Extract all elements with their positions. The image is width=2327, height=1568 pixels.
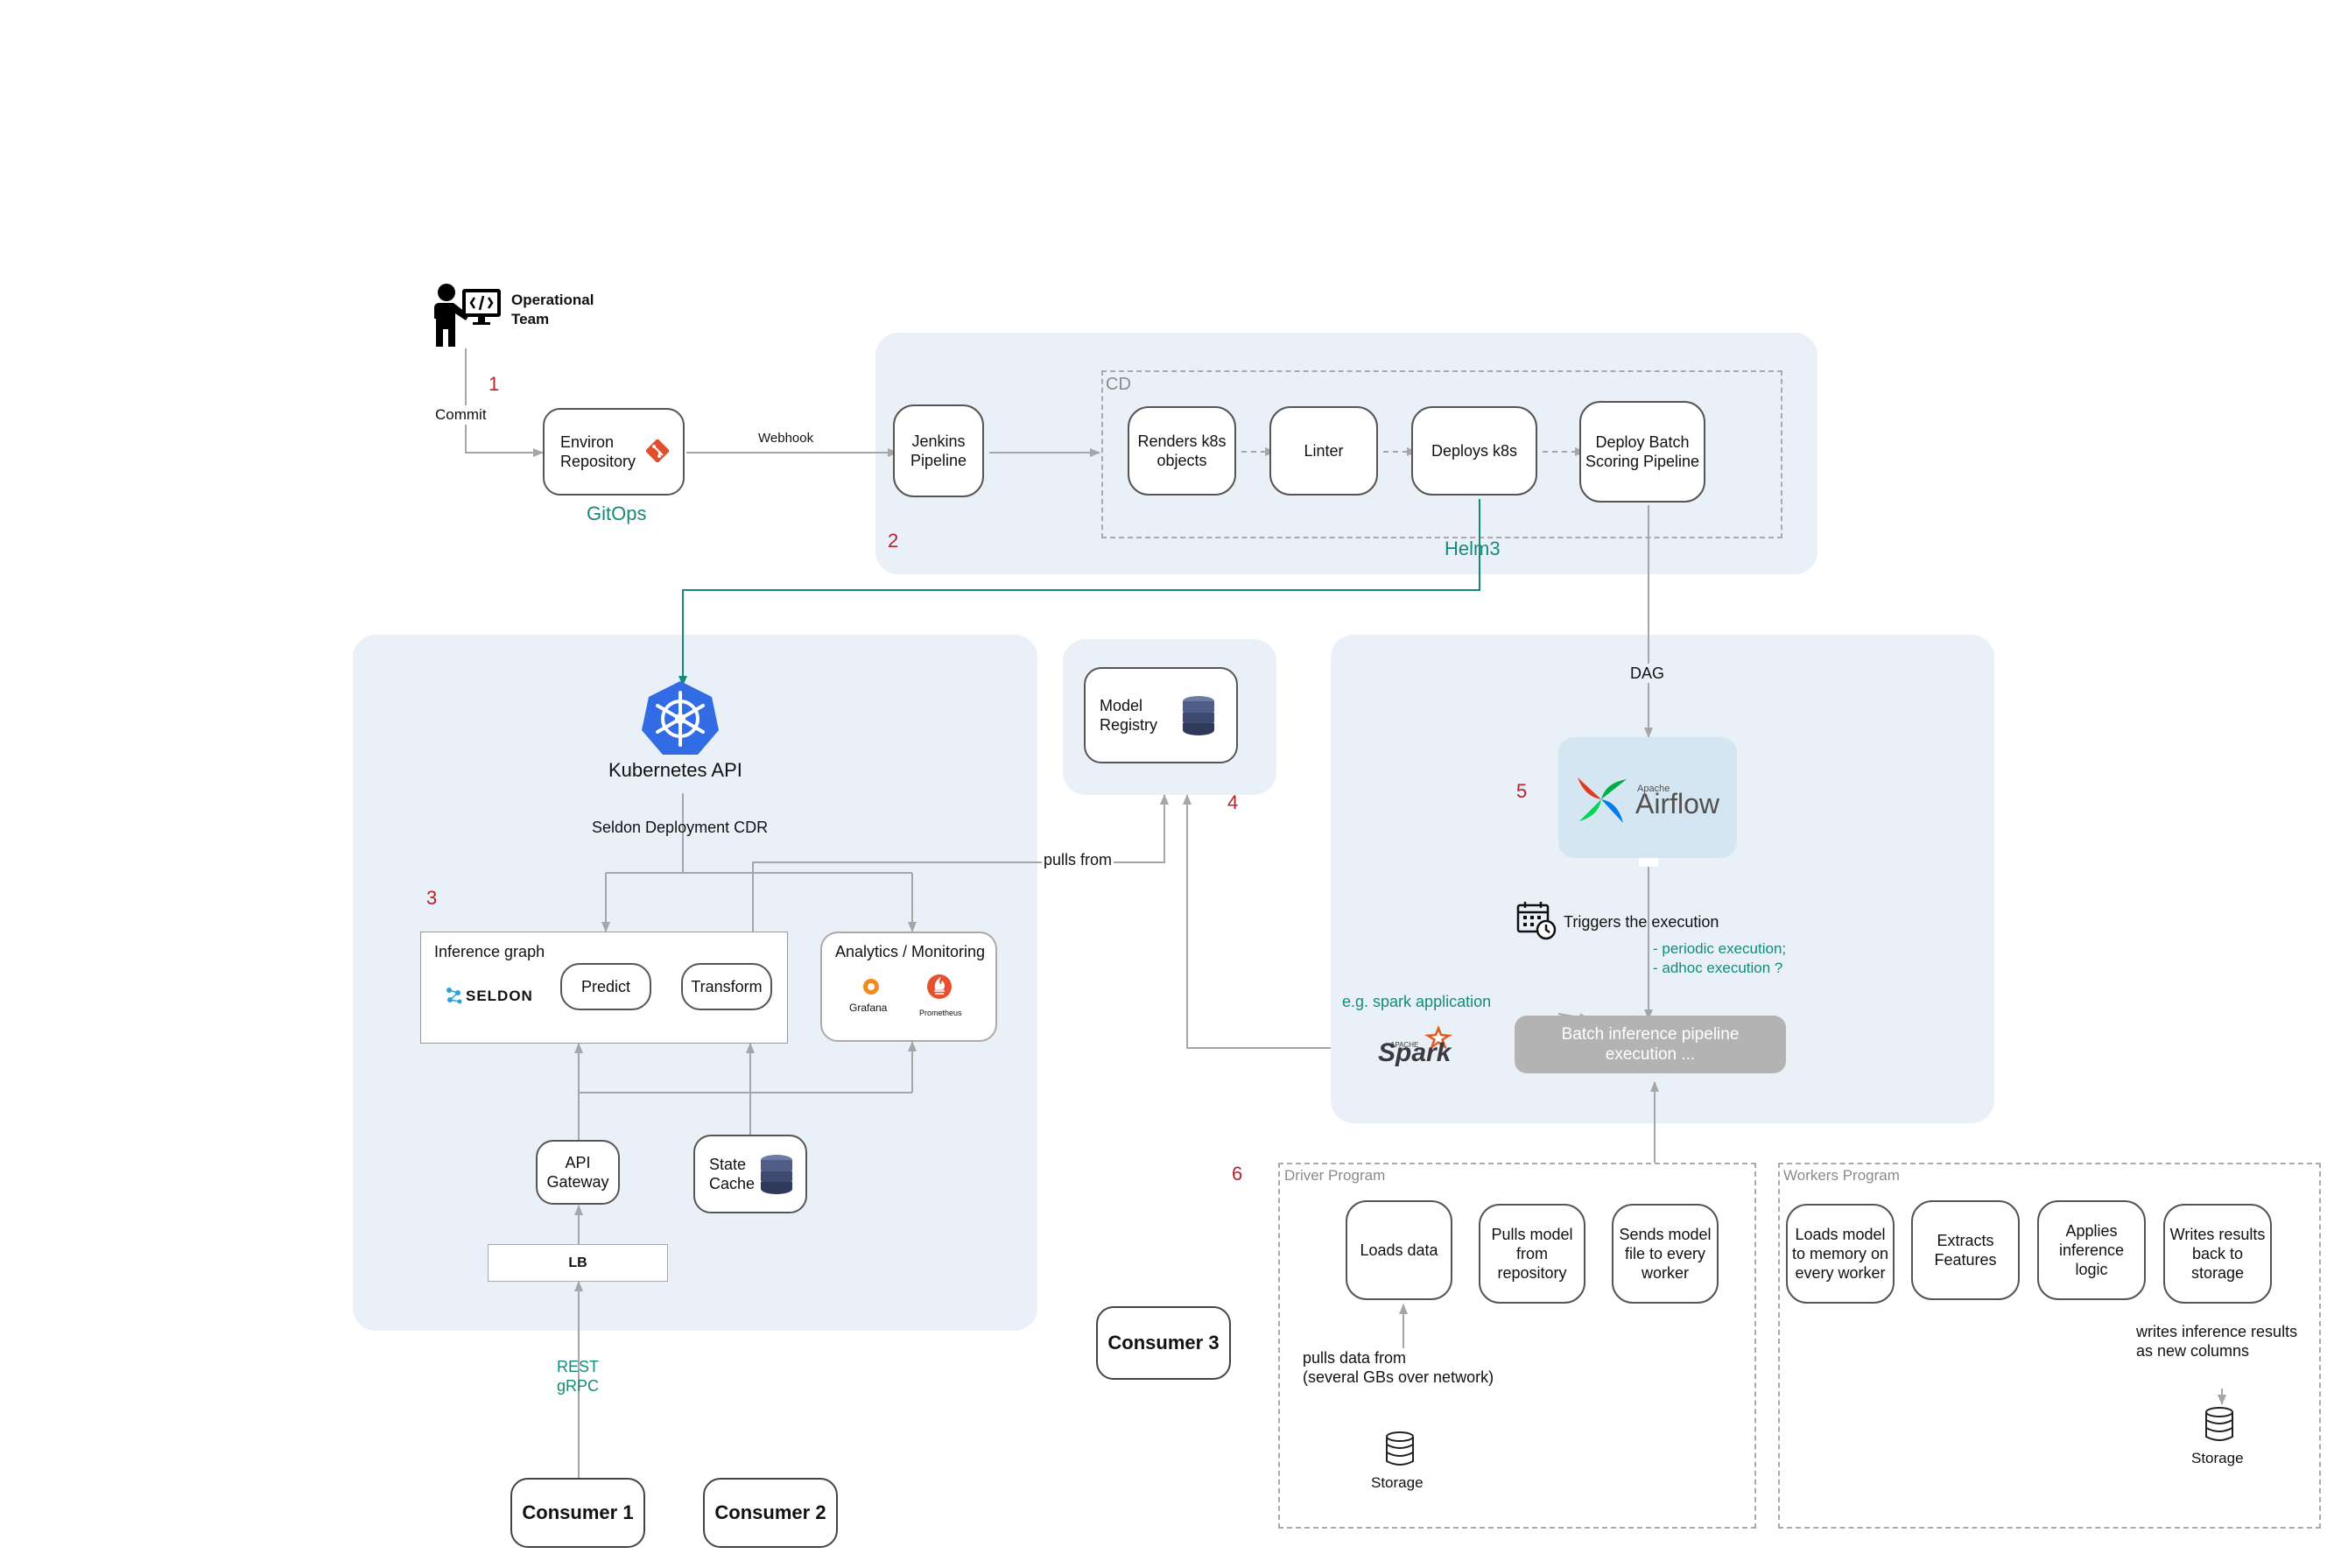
- operational-team-label: Operational Team: [511, 292, 594, 327]
- workers-storage-icon: [2205, 1407, 2233, 1441]
- cd-group: [1101, 370, 1782, 538]
- prometheus-label: Prometheus: [919, 1009, 962, 1017]
- helm3-label: Helm3: [1445, 538, 1501, 559]
- api-gateway-node: API Gateway: [536, 1140, 620, 1205]
- git-icon: [646, 439, 669, 462]
- grafana-label: Grafana: [849, 1002, 888, 1014]
- extracts-features-node: Extracts Features: [1911, 1200, 2020, 1300]
- state-cache-database-icon: [761, 1155, 792, 1194]
- airflow-panel: [1558, 737, 1737, 858]
- spark-label: Spark: [1378, 1038, 1452, 1067]
- predict-node: Predict: [560, 963, 651, 1010]
- consumer-3-button[interactable]: Consumer 3: [1096, 1306, 1231, 1380]
- applies-inference-node: Applies inference logic: [2037, 1200, 2146, 1300]
- analytics-monitoring-container: [820, 932, 997, 1042]
- pulls-model-node: Pulls model from repository: [1479, 1204, 1585, 1304]
- writes-note-label: writes inference results as new columns: [2136, 1323, 2298, 1360]
- pulls-data-label: pulls data from (several GBs over networ…: [1303, 1349, 1494, 1386]
- batch-inference-execution-node: Batch inference pipeline execution ...: [1515, 1016, 1786, 1073]
- helm-arrow: [678, 499, 1480, 686]
- step-5-number: 5: [1516, 780, 1528, 802]
- step-3-number: 3: [426, 887, 438, 909]
- deploys-k8s-node: Deploys k8s: [1411, 406, 1537, 496]
- load-balancer-node: LB: [488, 1244, 668, 1282]
- seldon-deployment-cdr-label: Seldon Deployment CDR: [592, 819, 769, 836]
- calendar-clock-icon: [1516, 902, 1557, 940]
- gitops-label: GitOps: [587, 503, 647, 524]
- linter-node: Linter: [1269, 406, 1378, 496]
- step-6-number: 6: [1232, 1163, 1243, 1185]
- spark-to-registry-arrow: [1183, 794, 1331, 1049]
- pulls-from-line: [752, 794, 1169, 932]
- step-1-number: 1: [489, 373, 500, 395]
- renders-k8s-objects-node: Renders k8s objects: [1128, 406, 1236, 496]
- airflow-apache-label: Apache: [1637, 784, 1670, 794]
- commit-label: Commit: [435, 405, 487, 425]
- kubernetes-icon: [642, 681, 719, 755]
- step-4-number: 4: [1227, 791, 1239, 813]
- webhook-label: Webhook: [758, 431, 814, 446]
- developer-icon: [427, 278, 504, 348]
- rest-grpc-label: REST gRPC: [557, 1358, 600, 1395]
- cdr-branch-lines: [606, 793, 912, 874]
- model-registry-database-icon: [1183, 696, 1214, 735]
- workers-storage-label: Storage: [2191, 1450, 2244, 1466]
- inference-graph-label: Inference graph: [434, 943, 545, 960]
- kubernetes-api-label: Kubernetes API: [608, 759, 742, 781]
- cd-label: CD: [1106, 375, 1131, 394]
- airflow-label: Airflow: [1635, 788, 1720, 819]
- commit-arrow: [465, 348, 544, 457]
- spark-star-icon: [1424, 1025, 1452, 1050]
- step-2-number: 2: [888, 530, 899, 552]
- seldon-logo-icon: [446, 988, 462, 1004]
- analytics-monitoring-label: Analytics / Monitoring: [835, 943, 986, 960]
- loads-data-node: Loads data: [1346, 1200, 1452, 1300]
- deploy-batch-scoring-node: Deploy Batch Scoring Pipeline: [1579, 401, 1705, 503]
- airflow-pinwheel-icon: [1578, 777, 1627, 823]
- execution-modes-label: - periodic execution; - adhoc execution …: [1653, 940, 1787, 976]
- workers-program-group: [1778, 1163, 2321, 1529]
- driver-storage-icon: [1386, 1431, 1414, 1466]
- pulls-from-label: pulls from: [1042, 850, 1114, 869]
- spark-application-hint: e.g. spark application: [1342, 993, 1492, 1010]
- transform-node: Transform: [681, 963, 772, 1010]
- sends-model-node: Sends model file to every worker: [1612, 1204, 1719, 1304]
- spark-apache-label: APACHE: [1390, 1041, 1419, 1049]
- loads-model-node: Loads model to memory on every worker: [1786, 1204, 1895, 1304]
- jenkins-pipeline-node: Jenkins Pipeline: [893, 404, 984, 497]
- consumer-2-button[interactable]: Consumer 2: [703, 1478, 838, 1548]
- driver-program-group: [1278, 1163, 1756, 1529]
- prometheus-icon: [927, 974, 952, 999]
- triggers-execution-label: Triggers the execution: [1564, 913, 1719, 931]
- grafana-icon: [863, 979, 879, 995]
- seldon-logo-text: SELDON: [466, 988, 533, 1004]
- workers-program-label: Workers Program: [1783, 1167, 1900, 1184]
- consumer-1-button[interactable]: Consumer 1: [510, 1478, 645, 1548]
- writes-results-node: Writes results back to storage: [2163, 1204, 2272, 1304]
- driver-storage-label: Storage: [1371, 1474, 1424, 1491]
- dag-label: DAG: [1630, 664, 1665, 683]
- driver-program-label: Driver Program: [1284, 1167, 1386, 1184]
- state-cache-node: State Cache: [693, 1135, 807, 1213]
